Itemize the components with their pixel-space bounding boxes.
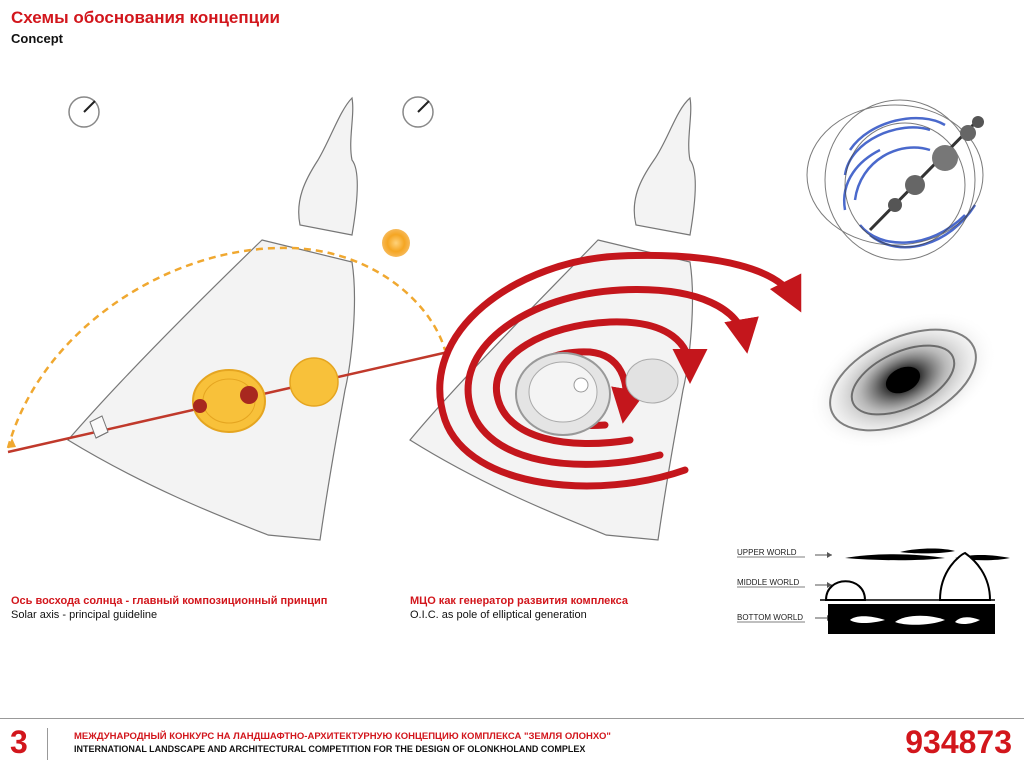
- left-caption-ru: Ось восхода солнца - главный композицион…: [11, 595, 328, 607]
- center-caption: МЦО как генератор развития комплекса O.I…: [410, 594, 628, 622]
- left-caption: Ось восхода солнца - главный композицион…: [11, 594, 327, 622]
- center-caption-ru: МЦО как генератор развития комплекса: [410, 595, 629, 607]
- page-subtitle: Concept: [11, 31, 63, 46]
- galaxy-image: [808, 311, 998, 449]
- footer-separator: [47, 728, 48, 760]
- north-compass-icon: [68, 96, 100, 128]
- world-layers-diagram: UPPER WORLD MIDDLE WORLD BOTTOM WORLD: [737, 548, 1010, 634]
- page-title: Схемы обоснования концепции: [11, 8, 281, 27]
- arrow-icon: [8, 438, 16, 448]
- concept-diagram: UPPER WORLD MIDDLE WORLD BOTTOM WORLD: [6, 96, 1010, 634]
- bottom-world-label: BOTTOM WORLD: [737, 613, 803, 622]
- oic-building: [192, 369, 266, 433]
- sun-path-arc: [6, 246, 447, 449]
- upper-world-label: UPPER WORLD: [737, 548, 797, 557]
- site-plan-upper: [298, 96, 358, 236]
- competition-title-ru: МЕЖДУНАРОДНЫЙ КОНКУРС НА ЛАНДШАФТНО-АРХИ…: [74, 731, 611, 742]
- elliptical-generation-panel: [402, 96, 802, 541]
- solar-system-sketch: [806, 99, 984, 261]
- page-number: 3: [10, 724, 28, 760]
- entry-code: 934873: [905, 724, 1012, 760]
- sun-icon: [382, 229, 410, 257]
- left-caption-en: Solar axis - principal guideline: [11, 609, 158, 621]
- oic-building: [515, 352, 611, 436]
- footer-divider: [0, 718, 1024, 719]
- site-plan-upper: [633, 96, 696, 236]
- center-caption-en: O.I.C. as pole of elliptical generation: [410, 609, 587, 621]
- secondary-node: [625, 358, 679, 404]
- solar-axis-panel: [6, 96, 449, 541]
- middle-world-label: MIDDLE WORLD: [737, 578, 799, 587]
- cube-marker: [89, 415, 109, 439]
- north-compass-icon: [402, 96, 434, 128]
- secondary-node: [289, 357, 339, 407]
- competition-title-en: INTERNATIONAL LANDSCAPE AND ARCHITECTURA…: [74, 744, 586, 754]
